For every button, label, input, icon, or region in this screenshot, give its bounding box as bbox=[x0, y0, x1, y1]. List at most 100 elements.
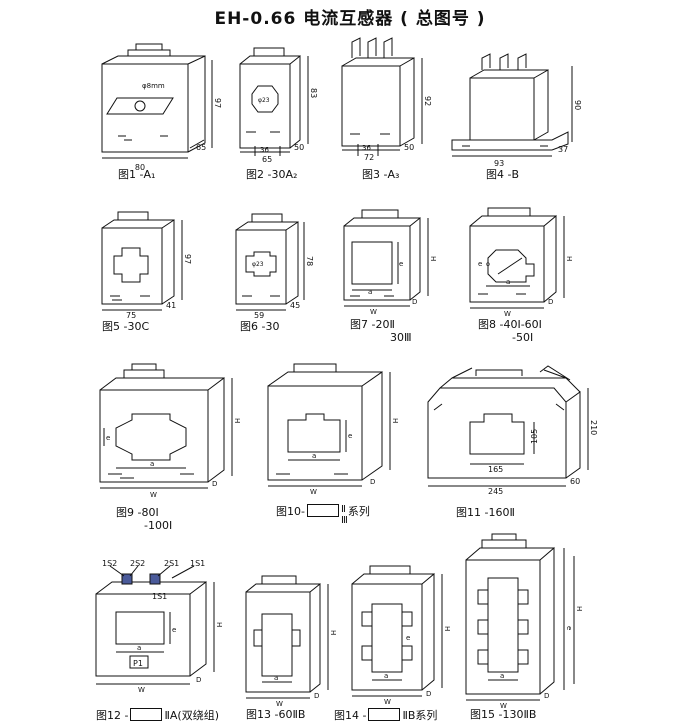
fig13-dim-h: H bbox=[329, 630, 337, 635]
fig4-dim-h: 90 bbox=[573, 100, 582, 110]
fig10-dim-w: W bbox=[310, 488, 317, 496]
fig9-dim-e: e bbox=[106, 434, 110, 442]
fig3-dim-d: 50 bbox=[404, 143, 414, 152]
fig15-caption: 图15 -130ⅡB bbox=[470, 708, 537, 721]
fig7-caption-line1: 图7 -20Ⅱ bbox=[350, 318, 395, 331]
figure-8-drawing: a e φ W D H bbox=[469, 207, 573, 318]
figure-4-drawing: 93 37 90 bbox=[451, 53, 582, 168]
fig2-note: φ23 bbox=[258, 97, 270, 104]
fig14-dim-a: a bbox=[384, 672, 388, 680]
fig9-caption-line2: -100Ⅰ bbox=[144, 519, 173, 532]
fig10-dim-d: D bbox=[370, 478, 375, 486]
fig6-caption: 图6 -30 bbox=[240, 320, 280, 333]
fig8-dim-h: H bbox=[565, 256, 573, 261]
fig15-dim-a: a bbox=[500, 672, 504, 680]
fig14-dim-d: D bbox=[426, 690, 431, 698]
fig12-terminal-2s1: 2S1 bbox=[164, 559, 179, 568]
fig6-dim-d: 45 bbox=[290, 301, 300, 310]
fig14-dim-h: H bbox=[443, 626, 451, 631]
fig12-terminal-2s2: 2S2 bbox=[130, 559, 145, 568]
fig14-dim-e: e bbox=[406, 634, 410, 642]
fig8-dim-w: W bbox=[504, 310, 511, 318]
fig12-caption-tail: ⅡA(双绕组) bbox=[164, 709, 219, 722]
fig1-dim-w: 80 bbox=[135, 163, 145, 172]
fig5-dim-d: 41 bbox=[166, 301, 176, 310]
fig1-note: φ8mm bbox=[142, 82, 165, 90]
fig11-dim-d: 60 bbox=[570, 477, 580, 486]
fig10-dim-a: a bbox=[312, 452, 316, 460]
fig7-caption: 图7 -20Ⅱ 30Ⅲ bbox=[350, 318, 412, 344]
fig11-dim-a: 165 bbox=[488, 465, 503, 474]
fig9-dim-h: H bbox=[233, 418, 241, 423]
fig4-dim-w: 93 bbox=[494, 159, 504, 168]
fig7-dim-d: D bbox=[412, 298, 417, 306]
fig12-plate: P1 bbox=[133, 659, 143, 668]
fig14-dim-w: W bbox=[384, 698, 391, 706]
fig8-dim-a: a bbox=[506, 278, 510, 286]
fig6-dim-h: 78 bbox=[305, 256, 314, 266]
fig12-dim-d: D bbox=[196, 676, 201, 684]
fig8-dim-d: D bbox=[548, 298, 553, 306]
fig5-dim-h: 97 bbox=[183, 254, 192, 264]
fig13-dim-d: D bbox=[314, 692, 319, 700]
fig7-dim-e: e bbox=[399, 260, 403, 268]
fig10-caption-stack-top: Ⅱ bbox=[340, 504, 346, 515]
fig8-caption: 图8 -40Ⅰ-60Ⅰ -50Ⅰ bbox=[478, 318, 542, 344]
fig12-terminal-1s1: 1S1 bbox=[190, 559, 205, 568]
fig14-caption: 图14 - ⅡB系列 bbox=[334, 708, 437, 722]
fig10-caption-tail: 系列 bbox=[347, 505, 370, 518]
fig15-dim-h: H bbox=[575, 606, 583, 611]
fig14-caption-prefix: 图14 - bbox=[334, 709, 367, 722]
fig5-caption: 图5 -30C bbox=[102, 320, 150, 333]
figure-2-drawing: 36 65 50 83 φ23 bbox=[239, 47, 318, 164]
fig8-caption-line2: -50Ⅰ bbox=[512, 331, 534, 344]
figure-5-drawing: 75 41 97 bbox=[101, 211, 192, 320]
fig1-caption: 图1 -A₁ bbox=[118, 168, 156, 181]
fig14-caption-tail: ⅡB系列 bbox=[402, 709, 438, 722]
fig15-dim-d: D bbox=[544, 692, 549, 700]
figure-15-drawing: a e W D H bbox=[465, 533, 583, 710]
fig3-dim-w: 72 bbox=[364, 153, 374, 162]
fig5-dim-w: 75 bbox=[126, 311, 136, 320]
figure-13-drawing: a W D H bbox=[245, 575, 337, 708]
fig7-dim-w: W bbox=[370, 308, 377, 316]
figure-9-drawing: a e W D H bbox=[99, 363, 241, 499]
figure-10-drawing: a e W D H bbox=[267, 363, 399, 496]
fig2-dim-w: 65 bbox=[262, 155, 272, 164]
fig10-dim-h: H bbox=[391, 418, 399, 423]
fig12-dim-h: H bbox=[215, 622, 223, 627]
fig12-dim-w: W bbox=[138, 686, 145, 694]
fig12-terminal-1s2: 1S2 bbox=[102, 559, 117, 568]
fig6-note: φ23 bbox=[252, 261, 264, 268]
fig10-caption-stack-bottom: Ⅲ bbox=[340, 515, 348, 526]
fig7-caption-line2: 30Ⅲ bbox=[390, 331, 412, 344]
figure-7-drawing: a e W D H bbox=[343, 209, 437, 316]
figure-6-drawing: 59 45 78 φ23 bbox=[235, 213, 314, 320]
figure-1-drawing: 80 65 97 φ8mm bbox=[101, 43, 222, 172]
fig12-dim-e: e bbox=[172, 626, 176, 634]
fig2-dim-h: 83 bbox=[309, 88, 318, 98]
fig1-dim-d: 65 bbox=[196, 143, 206, 152]
fig2-dim-d: 50 bbox=[294, 143, 304, 152]
fig13-dim-w: W bbox=[276, 700, 283, 708]
fig14-caption-blank-box bbox=[368, 708, 401, 721]
fig1-dim-h: 97 bbox=[213, 98, 222, 108]
fig13-dim-a: a bbox=[274, 674, 278, 682]
fig2-dim-w2: 36 bbox=[260, 146, 269, 154]
fig9-caption-line1: 图9 -80Ⅰ bbox=[116, 506, 159, 519]
fig8-dim-e: e bbox=[478, 260, 482, 268]
fig7-dim-a: a bbox=[368, 288, 372, 296]
fig15-dim-w: W bbox=[500, 702, 507, 710]
figure-12-drawing: 1S2 2S2 2S1 1S1 1S1 P1 a e W D H bbox=[95, 559, 223, 694]
fig12-dim-a: a bbox=[137, 644, 141, 652]
fig3-dim-w2: 36 bbox=[362, 144, 371, 152]
fig4-caption: 图4 -B bbox=[486, 168, 520, 181]
fig12-caption-prefix: 图12 - bbox=[96, 709, 129, 722]
fig13-caption: 图13 -60ⅡB bbox=[246, 708, 306, 721]
fig8-caption-line1: 图8 -40Ⅰ-60Ⅰ bbox=[478, 318, 542, 331]
fig2-caption: 图2 -30A₂ bbox=[246, 168, 298, 181]
fig8-note: φ bbox=[486, 261, 490, 268]
